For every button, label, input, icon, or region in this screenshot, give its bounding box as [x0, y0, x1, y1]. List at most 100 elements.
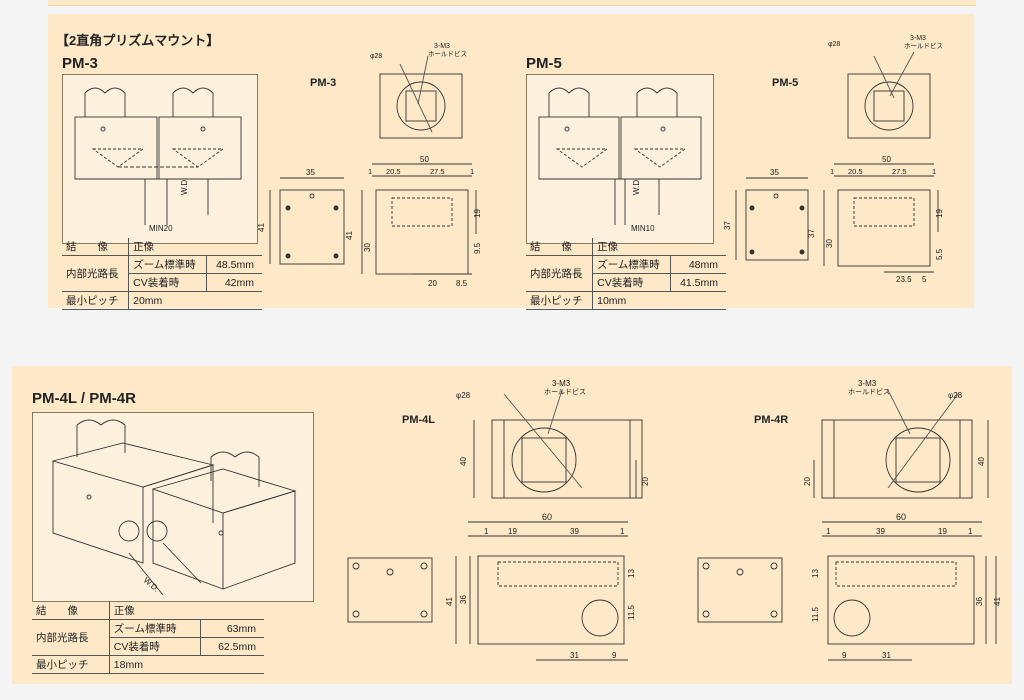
pm4-spec-pitch-value: 18mm — [109, 655, 264, 674]
pm3-spec-imaging-value: 正像 — [128, 238, 262, 256]
pm3-spec-pitch-label: 最小ピッチ — [62, 291, 130, 310]
pm3-dim-d1: 1 — [368, 167, 372, 176]
pm4r-top-view: 3-M3 ホールドビス φ28 40 20 — [803, 379, 989, 499]
pm5-illustration-svg: W.D. MIN10 — [538, 87, 702, 233]
pm5-side-view: 35 37 — [723, 168, 809, 261]
pm3-min-label: MIN20 — [149, 224, 173, 233]
pm4-spec-imaging-value: 正像 — [109, 602, 264, 620]
pm4l-dim-h41: 41 — [445, 597, 454, 606]
pm3-top-view: φ28 3-M3 ホールドビス — [370, 43, 467, 139]
pm5-dim-front-w: 50 — [882, 155, 891, 164]
pm3-spec-table: 結 像 正像 内部光路長 ズーム標準時 48.5mm CV装着時 42mm 最小… — [62, 238, 262, 310]
pm5-dim-r1: 19 — [935, 209, 944, 218]
pm5-spec-pitch-value: 10mm — [592, 291, 726, 310]
pm4l-dim-w60: 60 — [542, 512, 552, 522]
pm5-spec-cv-value: 41.5mm — [670, 273, 726, 292]
pm3-dim-d2: 20.5 — [386, 167, 401, 176]
pm3-illustration: W.D. MIN20 — [62, 74, 258, 244]
pm4r-screw-label: 3-M3 — [858, 379, 877, 388]
pm3-spec-cv-value: 42mm — [206, 273, 262, 292]
pm4r-dim-l1b: 1 — [968, 527, 973, 536]
pm4l-front-view: 60 1 19 39 1 41 36 13 11.5 31 9 — [445, 512, 636, 661]
pm5-dim-d4: 1 — [932, 167, 936, 176]
pm4r-drawing-label: PM-4R — [754, 414, 789, 426]
pm3-dim-d3: 27.5 — [430, 167, 445, 176]
pm3-wd-label: W.D. — [180, 178, 189, 195]
pm3-illustration-svg: W.D. MIN20 — [74, 87, 242, 233]
pm3-screw-sub-label: ホールドビス — [428, 49, 467, 58]
pm4l-dim-r115: 11.5 — [627, 604, 636, 620]
pm4l-dim-h36: 36 — [459, 595, 468, 604]
pm5-dim-b2: 5 — [922, 275, 927, 284]
pm5-dim-h1: 37 — [807, 229, 816, 238]
pm4l-drawing-label: PM-4L — [402, 414, 435, 426]
pm4r-dim-h20: 20 — [803, 477, 812, 486]
pm4-spec-path-label: 内部光路長 — [32, 619, 110, 656]
pm3-dim-side-w: 35 — [306, 168, 315, 177]
pm4-spec-pitch-label: 最小ピッチ — [32, 655, 110, 674]
pm4l-side-view — [347, 557, 433, 623]
pm4-illustration-svg: W.D. — [51, 419, 297, 596]
pm3-dim-d4: 1 — [470, 167, 474, 176]
pm3-spec-imaging-label: 結 像 — [62, 238, 130, 256]
pm3-dim-b1: 20 — [428, 279, 437, 288]
pm5-spec-cv-label: CV装着時 — [592, 273, 672, 292]
pm4l-dim-h40: 40 — [459, 457, 468, 466]
pm5-illustration: W.D. MIN10 — [526, 74, 714, 244]
pm4r-dim-w60: 60 — [896, 512, 906, 522]
pm4-illustration: W.D. — [32, 412, 314, 602]
pm5-min-label: MIN10 — [631, 224, 655, 233]
pm5-screw-label: 3-M3 — [910, 35, 926, 42]
pm4l-dim-l19: 19 — [508, 527, 517, 536]
pm5-dim-d3: 27.5 — [892, 167, 907, 176]
pm5-dim-r2: 5.5 — [935, 248, 944, 260]
pm4r-dim-h36: 36 — [975, 597, 984, 606]
pm3-spec-zoom-label: ズーム標準時 — [128, 255, 208, 274]
pm3-dim-h1: 41 — [345, 231, 354, 240]
pm3-spec-zoom-value: 48.5mm — [206, 255, 262, 274]
pm3-side-view: 35 41 — [257, 168, 345, 265]
pm3-screw-label: 3-M3 — [434, 43, 450, 50]
pm4-spec-table: 結 像 正像 内部光路長 ズーム標準時 63mm CV装着時 62.5mm 最小… — [32, 602, 264, 674]
pm3-drawing-label: PM-3 — [310, 77, 337, 89]
pm4r-dim-h41: 41 — [993, 597, 1002, 606]
pm5-spec-pitch-label: 最小ピッチ — [526, 291, 594, 310]
pm4-spec-zoom-value: 63mm — [200, 619, 264, 638]
pm5-spec-table: 結 像 正像 内部光路長 ズーム標準時 48mm CV装着時 41.5mm 最小… — [526, 238, 726, 310]
pm4r-front-view: 60 1 39 19 1 13 11.5 36 41 9 31 — [811, 512, 1002, 661]
top-panel-edge — [48, 0, 976, 6]
pm5-top-view: φ28 3-M3 ホールドビス — [828, 35, 943, 139]
pm3-dim-r1: 19 — [473, 209, 482, 218]
pm3-spec-pitch-value: 20mm — [128, 291, 262, 310]
pm4l-dia-label: φ28 — [456, 391, 471, 400]
pm4r-dim-l19: 19 — [938, 527, 947, 536]
pm5-dim-d2: 20.5 — [848, 167, 863, 176]
pm5-drawing-label: PM-5 — [772, 77, 799, 89]
pm4r-dim-b9: 9 — [842, 651, 847, 660]
pm4r-dia-label: φ28 — [948, 391, 963, 400]
section-title: 【2直角プリズムマウント】 — [56, 33, 220, 48]
pm3-dim-h2: 30 — [363, 243, 372, 252]
pm5-spec-imaging-value: 正像 — [592, 238, 726, 256]
pm5-dim-d1: 1 — [830, 167, 834, 176]
pm5-wd-label: W.D. — [632, 178, 641, 195]
pm5-front-view: 50 1 20.5 27.5 1 37 30 19 5.5 23.5 5 — [807, 155, 944, 284]
pm4l-dim-b31: 31 — [570, 651, 579, 660]
pm3-dim-side-h: 41 — [257, 223, 266, 232]
model-title-pm5: PM-5 — [526, 55, 562, 72]
pm4l-dim-l1: 1 — [484, 527, 489, 536]
pm3-dim-front-w: 50 — [420, 155, 429, 164]
pm4l-dim-l1b: 1 — [620, 527, 625, 536]
pm4r-dim-h40: 40 — [977, 457, 986, 466]
pm3-front-view: 50 1 20.5 27.5 1 41 30 19 9.5 20 8.5 — [345, 155, 482, 288]
pm4r-dim-l39: 39 — [876, 527, 885, 536]
panel-pm4-mounts: PM-4L / PM-4R W.D. PM-4L — [12, 366, 1012, 684]
pm4-spec-imaging-label: 結 像 — [32, 602, 110, 620]
pm4r-side-view — [697, 557, 783, 623]
pm5-dim-b1: 23.5 — [896, 275, 912, 284]
pm4r-dim-r13: 13 — [811, 569, 820, 578]
pm3-spec-cv-label: CV装着時 — [128, 273, 208, 292]
model-title-pm3: PM-3 — [62, 55, 98, 72]
pm4-spec-zoom-label: ズーム標準時 — [108, 619, 201, 638]
panel-2-right-angle-prism-mounts: 【2直角プリズムマウント】 PM-3 W.D. MIN20 PM — [48, 14, 974, 310]
